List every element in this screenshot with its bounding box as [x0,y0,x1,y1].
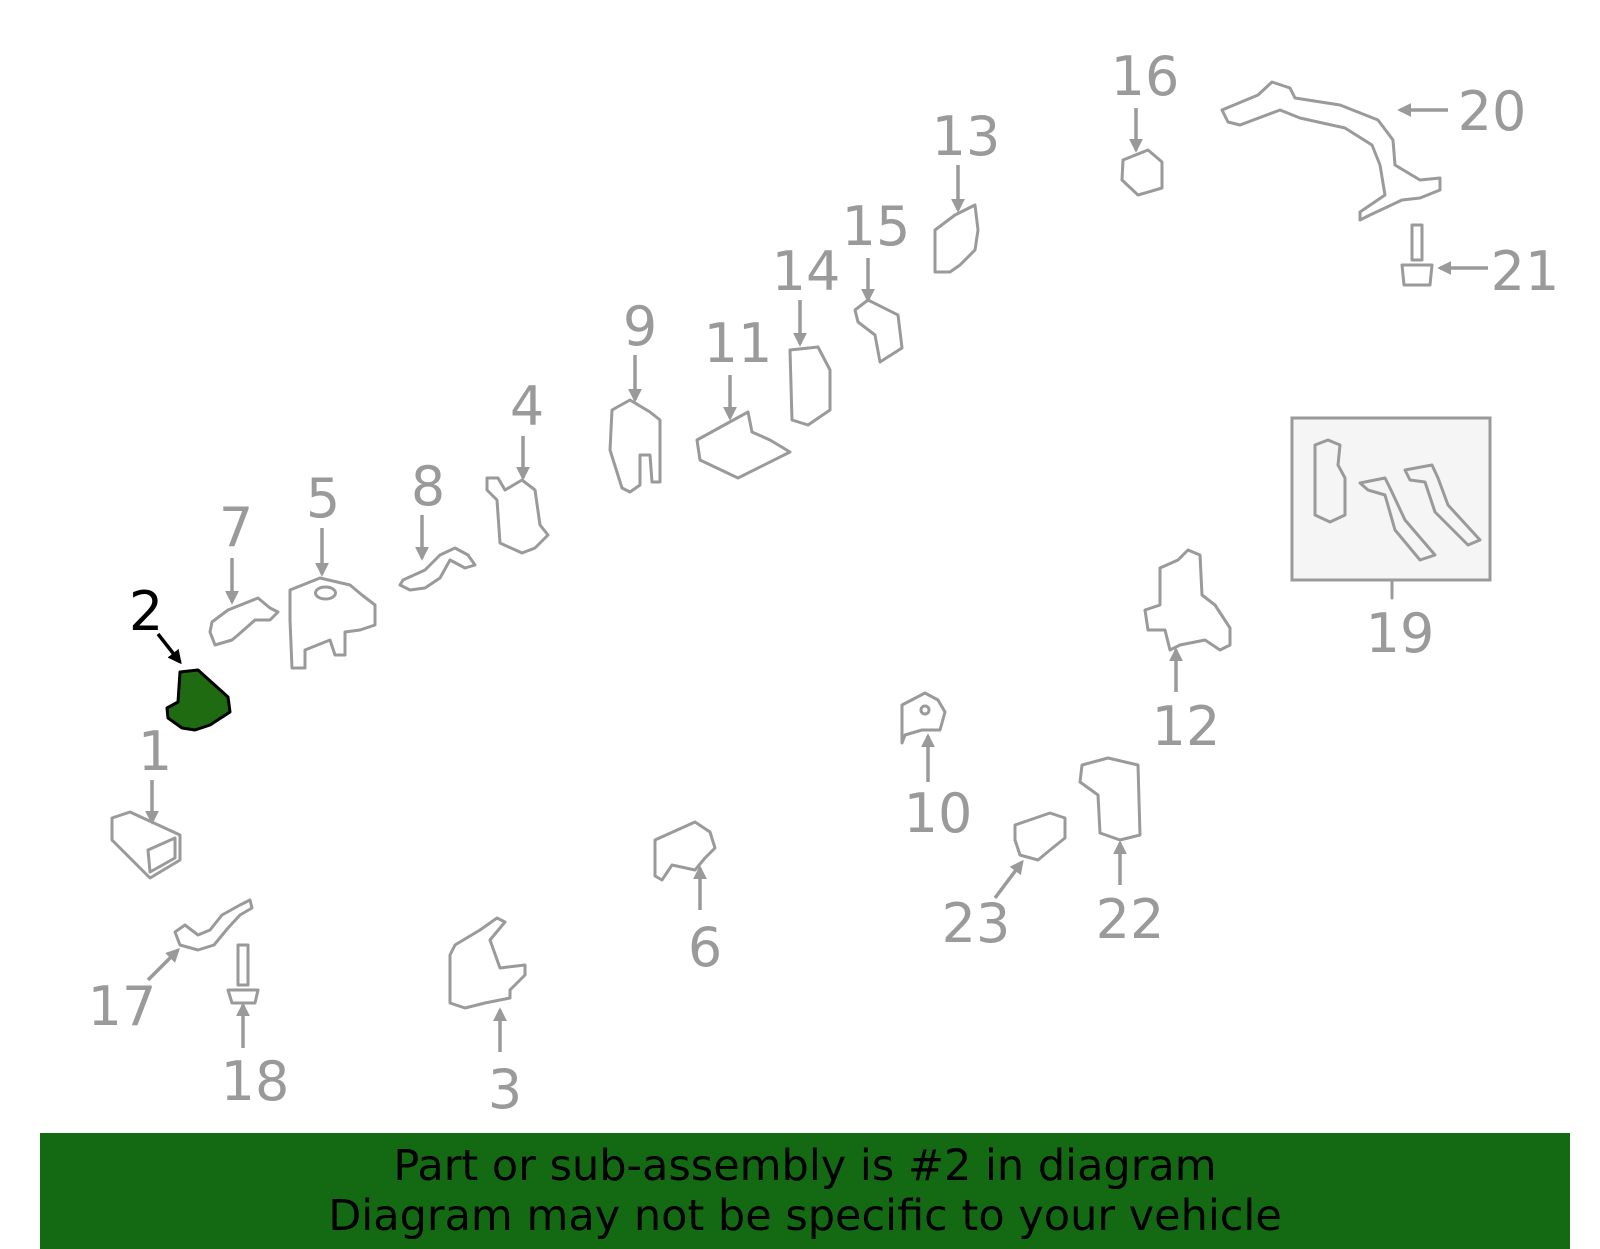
callout-2: 2 [129,580,163,643]
info-banner: Part or sub-assembly is #2 in diagram Di… [40,1133,1570,1249]
part-1[interactable]: 1 [110,720,182,880]
callout-23: 23 [942,892,1011,955]
callout-19: 19 [1366,602,1435,665]
part-16[interactable]: 16 [1111,45,1180,197]
part-12[interactable]: 12 [1143,548,1232,758]
callout-1: 1 [138,720,172,783]
part-8[interactable]: 8 [398,455,477,592]
banner-line-1: Part or sub-assembly is #2 in diagram [393,1141,1217,1191]
callout-15: 15 [842,195,911,258]
part-18[interactable]: 18 [221,943,290,1113]
part-20[interactable]: 20 [1220,80,1527,222]
part-2[interactable]: 2 [129,580,232,732]
part-7[interactable]: 7 [208,496,280,647]
part-15[interactable]: 15 [842,195,911,364]
part-17[interactable]: 17 [88,898,254,1038]
callout-10: 10 [904,782,973,845]
callout-14: 14 [772,240,841,303]
callout-11: 11 [704,312,773,375]
part-14[interactable]: 14 [772,240,841,427]
callout-7: 7 [219,496,253,559]
part-19[interactable]: 19 [1290,416,1492,665]
part-6[interactable]: 6 [653,820,722,979]
callout-12: 12 [1152,695,1221,758]
banner-line-2: Diagram may not be specific to your vehi… [328,1191,1282,1241]
callout-16: 16 [1111,45,1180,108]
callout-4: 4 [510,375,544,438]
part-13[interactable]: 13 [932,105,1001,274]
callout-3: 3 [488,1058,522,1121]
part-9[interactable]: 9 [608,295,662,494]
part-5[interactable]: 5 [288,467,377,670]
callout-9: 9 [623,295,657,358]
callout-13: 13 [932,105,1001,168]
part-21[interactable]: 21 [1400,223,1560,303]
part-10[interactable]: 10 [900,691,973,845]
callout-20: 20 [1458,80,1527,143]
part-3[interactable]: 3 [448,916,527,1121]
part-4[interactable]: 4 [485,375,550,555]
callout-17: 17 [88,975,157,1038]
part-23[interactable]: 23 [942,811,1067,955]
callout-6: 6 [688,916,722,979]
callout-22: 22 [1096,888,1165,951]
callout-18: 18 [221,1050,290,1113]
part-22[interactable]: 22 [1078,756,1165,951]
callout-21: 21 [1491,240,1560,303]
callout-5: 5 [306,467,340,530]
part-11[interactable]: 11 [695,312,792,480]
callout-8: 8 [411,455,445,518]
